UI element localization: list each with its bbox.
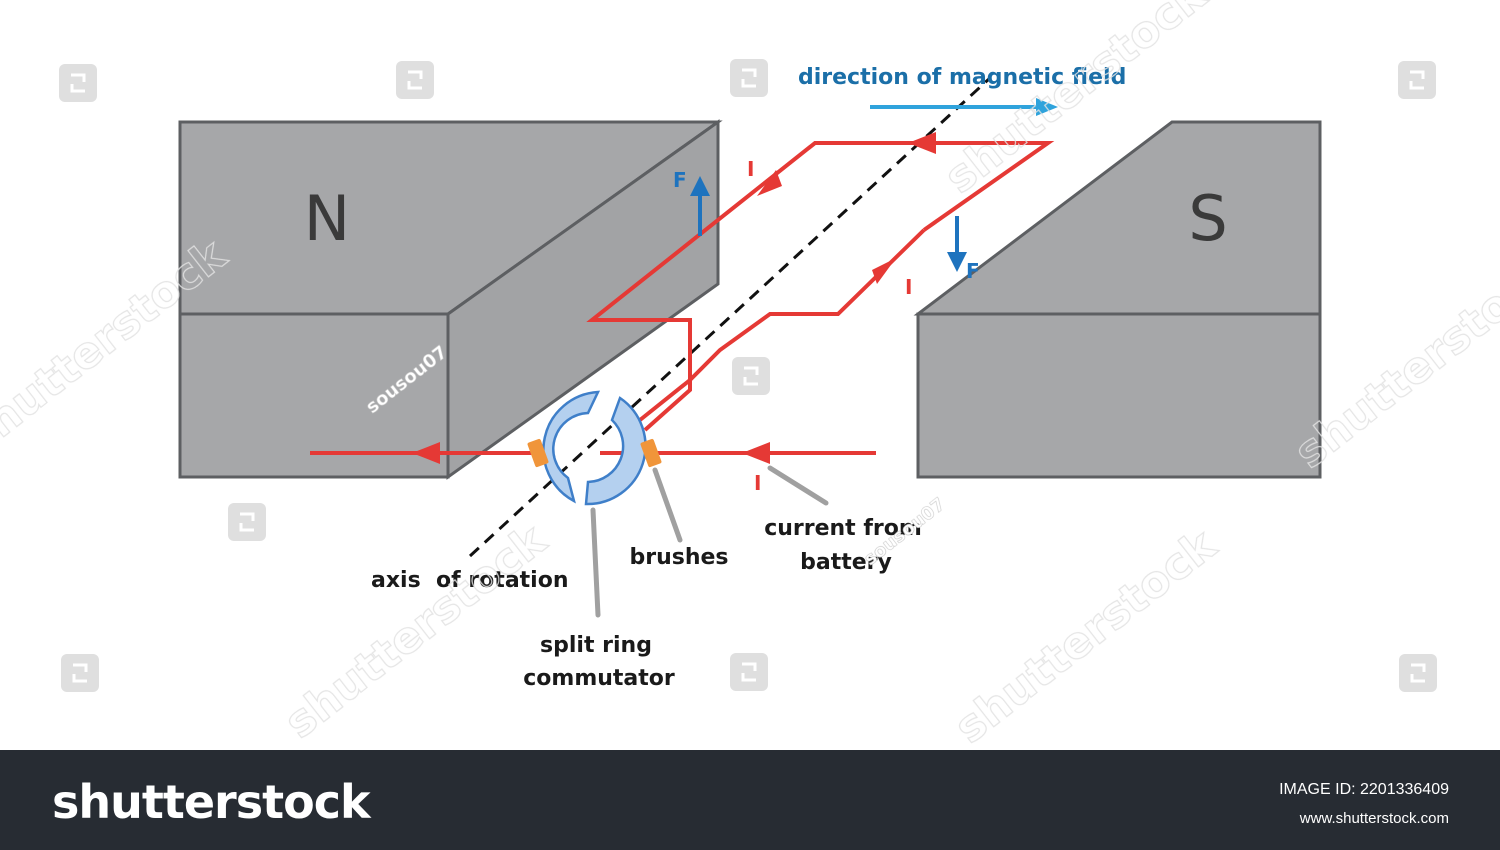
coil-right-path <box>638 228 926 422</box>
brush-left <box>527 438 549 468</box>
watermark-brand-3: shutterstock <box>275 513 556 748</box>
split-ring-commutator <box>542 390 647 506</box>
battery-label-line2: battery <box>800 550 892 575</box>
commutator-leader <box>590 507 601 618</box>
force-arrows <box>690 176 967 272</box>
current-label-bottom: I <box>754 471 761 495</box>
coil-left-path <box>586 141 1055 432</box>
footer-image-id: IMAGE ID: 2201336409 <box>1279 781 1449 798</box>
force-arrow-left-head <box>690 176 710 196</box>
current-arrow-top <box>908 132 936 154</box>
north-magnet: N <box>178 119 723 480</box>
force-arrow-right-head <box>947 252 967 272</box>
south-magnet: S <box>913 120 1322 479</box>
current-arrows <box>412 132 936 464</box>
footer-site: www.shutterstock.com <box>1299 810 1449 827</box>
force-label-right: F <box>966 259 980 283</box>
watermark-brand-4: shutterstock <box>945 518 1226 753</box>
south-pole-label: S <box>1188 182 1227 255</box>
commutator-segment-right <box>584 396 647 506</box>
battery-leader <box>767 465 829 506</box>
current-label-mid: I <box>905 275 912 299</box>
leader-lines <box>590 465 829 618</box>
south-magnet-front <box>916 312 1322 479</box>
commutator-label-line1: split ring <box>540 633 652 658</box>
brush-right <box>640 438 662 468</box>
field-direction-arrow <box>870 98 1058 116</box>
brushes-label: brushes <box>629 545 728 570</box>
north-pole-label: N <box>304 182 350 255</box>
force-label-left: F <box>673 168 687 192</box>
battery-label-line1: current from <box>764 516 922 541</box>
axis-of-rotation-label: axis of rotation <box>371 568 569 593</box>
current-arrow-input <box>742 442 770 464</box>
current-arrow-right <box>872 258 896 284</box>
current-label-top: I <box>747 157 754 181</box>
field-direction-label: direction of magnetic field <box>798 65 1126 90</box>
north-magnet-side <box>446 119 720 480</box>
footer-brand: shutterstock <box>52 775 372 829</box>
coil-loop <box>586 141 1055 432</box>
commutator-segment-left <box>542 390 601 504</box>
footer: shutterstock IMAGE ID: 2201336409 www.sh… <box>0 750 1500 850</box>
commutator-label-line2: commutator <box>523 666 675 691</box>
brushes-leader <box>652 467 683 543</box>
current-arrow-left <box>757 170 782 196</box>
current-arrow-output <box>412 442 440 464</box>
axis-of-rotation-line <box>468 76 992 558</box>
brushes <box>527 438 662 468</box>
